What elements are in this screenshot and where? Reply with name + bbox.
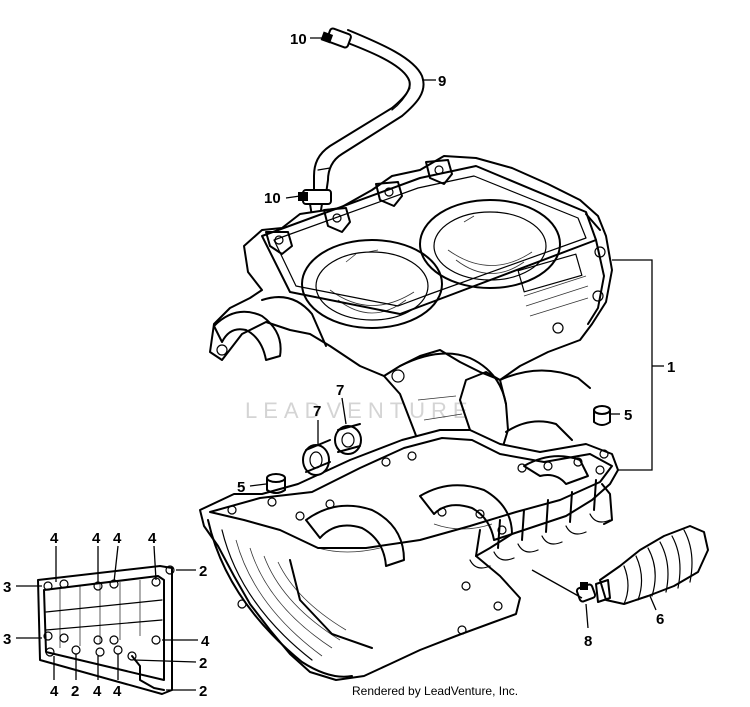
lower-crankcase [199, 429, 619, 681]
callout-6: 6 [656, 611, 664, 628]
dowel-pin-upper [593, 405, 611, 426]
inset-callout-3-a: 3 [3, 579, 11, 596]
callout-7-right: 7 [336, 382, 344, 399]
leader-lines [16, 37, 664, 691]
inset-callout-4-g: 4 [93, 683, 102, 700]
callout-10-bottom: 10 [264, 190, 281, 207]
callout-9: 9 [438, 73, 446, 90]
inset-callout-4-c: 4 [113, 530, 122, 547]
bolt-pattern-inset [37, 565, 175, 695]
upper-crankcase [209, 155, 613, 493]
inset-callout-2-d: 2 [199, 683, 207, 700]
inset-callout-4-h: 4 [113, 683, 122, 700]
callout-10-top: 10 [290, 31, 307, 48]
watermark: LEADVENTURE [245, 398, 474, 423]
oil-seal-right [334, 423, 362, 455]
callouts: 10 9 10 1 5 7 7 5 6 8 4 4 4 4 2 3 3 4 2 … [3, 31, 675, 700]
inset-callout-4-f: 4 [50, 683, 59, 700]
inset-callout-4-d: 4 [148, 530, 157, 547]
inset-callout-4-b: 4 [92, 530, 101, 547]
callout-5-right: 5 [624, 407, 632, 424]
inset-callout-4-e: 4 [201, 633, 210, 650]
credit-text: Rendered by LeadVenture, Inc. [352, 684, 519, 698]
inset-callout-2-b: 2 [199, 655, 207, 672]
breather-hose [313, 29, 425, 195]
inset-callout-3-b: 3 [3, 631, 11, 648]
boot-clamp [575, 582, 597, 603]
oil-seal-left [302, 439, 331, 476]
callout-7-left: 7 [313, 403, 321, 420]
inset-callout-2-a: 2 [199, 563, 207, 580]
drive-shaft-boot [595, 525, 709, 605]
dowel-pin-lower [266, 473, 286, 494]
callout-5-left: 5 [237, 479, 245, 496]
inset-callout-2-c: 2 [71, 683, 79, 700]
inset-callout-4-a: 4 [50, 530, 59, 547]
callout-1: 1 [667, 359, 675, 376]
callout-8: 8 [584, 633, 592, 650]
